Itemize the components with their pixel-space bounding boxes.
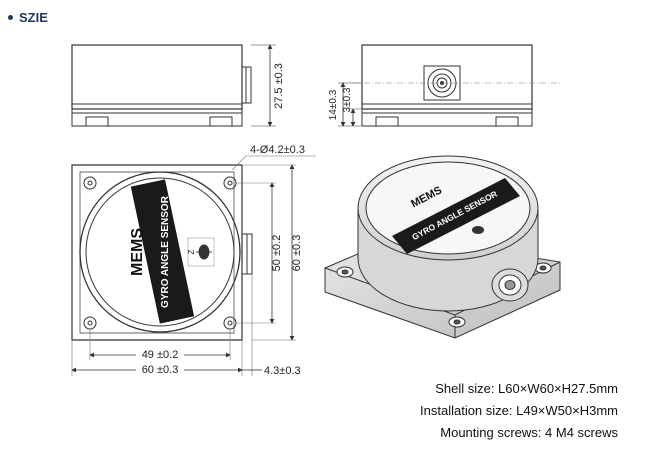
dim-edge-offset: 4.3±0.3 [264, 365, 301, 377]
dim-height-total: 27.5 ±0.3 [273, 63, 285, 109]
spec-list: Shell size: L60×W60×H27.5mm Installation… [420, 378, 618, 444]
axis-label: Z [187, 249, 196, 254]
axis-icon [187, 237, 215, 267]
spec-shell-size: Shell size: L60×W60×H27.5mm [435, 381, 618, 396]
bullet-icon [8, 15, 13, 20]
dim-holes: 4-Ø4.2±0.3 [250, 144, 305, 156]
front-side-view [71, 44, 276, 127]
dim-install-width: 49 ±0.2 [142, 349, 179, 361]
dim-height-base: 3±0.3 [342, 87, 353, 112]
label-product: GYRO ANGLE SENSOR [160, 195, 171, 308]
right-side-view [338, 44, 560, 127]
dim-bg [136, 362, 184, 376]
isometric-view [324, 155, 561, 339]
label-band [130, 179, 195, 324]
spec-mounting-screws: Mounting screws: 4 M4 screws [440, 425, 618, 440]
dim-bg [136, 347, 184, 361]
section-heading: SZIE [8, 10, 48, 25]
spec-installation-size: Installation size: L49×W50×H3mm [420, 403, 618, 418]
dim-height-cap: 14±0.3 [328, 89, 339, 120]
label-brand: MEMS [129, 228, 146, 276]
dim-install-height: 50 ±0.2 [271, 235, 283, 272]
dim-width-total: 60 ±0.3 [142, 364, 179, 376]
dim-width-total-vertical: 60 ±0.3 [291, 235, 303, 272]
section-title: SZIE [19, 10, 48, 25]
